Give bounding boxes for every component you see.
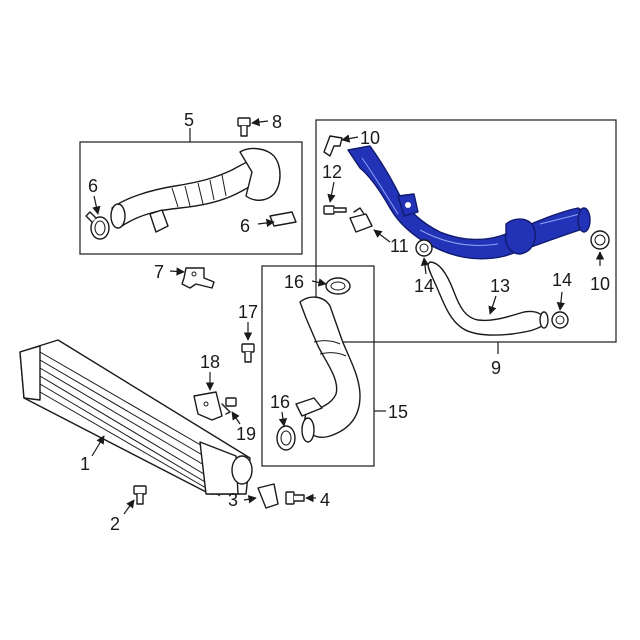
callout-14-left: 14 [414,276,434,296]
group-box-15 [261,265,375,467]
callout-19: 19 [236,424,256,444]
leader-7 [169,267,185,276]
intercooler-pipe-15[interactable] [295,296,361,443]
bracket-18[interactable] [193,391,223,421]
hose-13[interactable] [427,261,549,336]
callout-5: 5 [184,110,194,130]
callout-3: 3 [228,490,238,510]
callout-6-left: 6 [88,176,98,196]
hose-clamp-6-right[interactable] [269,211,297,227]
callout-10-top: 10 [360,128,380,148]
callout-16-top: 16 [284,272,304,292]
hose-clamp-6-left[interactable] [85,211,110,240]
callout-18: 18 [200,352,220,372]
callout-6-right: 6 [240,216,250,236]
callout-17: 17 [238,302,258,322]
turbo-outlet-pipe-highlighted[interactable] [347,145,591,260]
callout-4: 4 [320,490,330,510]
leader-16-top [311,278,327,287]
bolt-8[interactable] [237,117,251,137]
clamp-14-left[interactable] [415,239,433,257]
leader-16-bottom [278,411,288,427]
clamp-10-right[interactable] [590,230,610,250]
intercooler-1[interactable] [19,339,253,497]
bolt-17[interactable] [241,343,255,363]
leader-2 [123,499,135,515]
bolt-19[interactable] [221,397,237,415]
bolt-4[interactable] [285,491,305,505]
callout-10-right: 10 [590,274,610,294]
bracket-3[interactable] [257,483,279,509]
group-box-5 [79,141,303,255]
leader-12 [327,181,336,203]
leader-1 [91,435,105,457]
leader-14-left [420,257,430,275]
callout-9: 9 [491,358,501,378]
bolt-12[interactable] [323,205,347,215]
clamp-14-right[interactable] [551,311,569,329]
leader-3 [243,495,257,504]
leader-14-right [556,291,566,311]
group-box-9 [315,119,617,343]
callout-14-right: 14 [552,270,572,290]
callout-12: 12 [322,162,342,182]
leader-6-right [257,218,275,228]
sensor-11[interactable] [349,207,373,233]
leader-19 [231,411,241,425]
leader-11 [373,229,391,243]
bolt-2[interactable] [133,485,147,505]
clamp-16-bottom[interactable] [276,425,296,451]
bracket-7[interactable] [181,267,215,289]
leader-6-left [92,195,101,215]
callout-16-bottom: 16 [270,392,290,412]
callout-2: 2 [110,514,120,534]
leader-10-top [341,134,359,143]
leader-8 [251,117,269,127]
intake-duct-5[interactable] [110,147,281,233]
bracket-10-top[interactable] [323,135,343,157]
clamp-16-top[interactable] [325,277,351,295]
callout-15: 15 [388,402,408,422]
callout-7: 7 [154,262,164,282]
callout-11: 11 [390,236,409,256]
callout-13: 13 [490,276,510,296]
callout-1: 1 [80,454,90,474]
callout-8: 8 [272,112,282,132]
leader-13 [488,295,497,315]
